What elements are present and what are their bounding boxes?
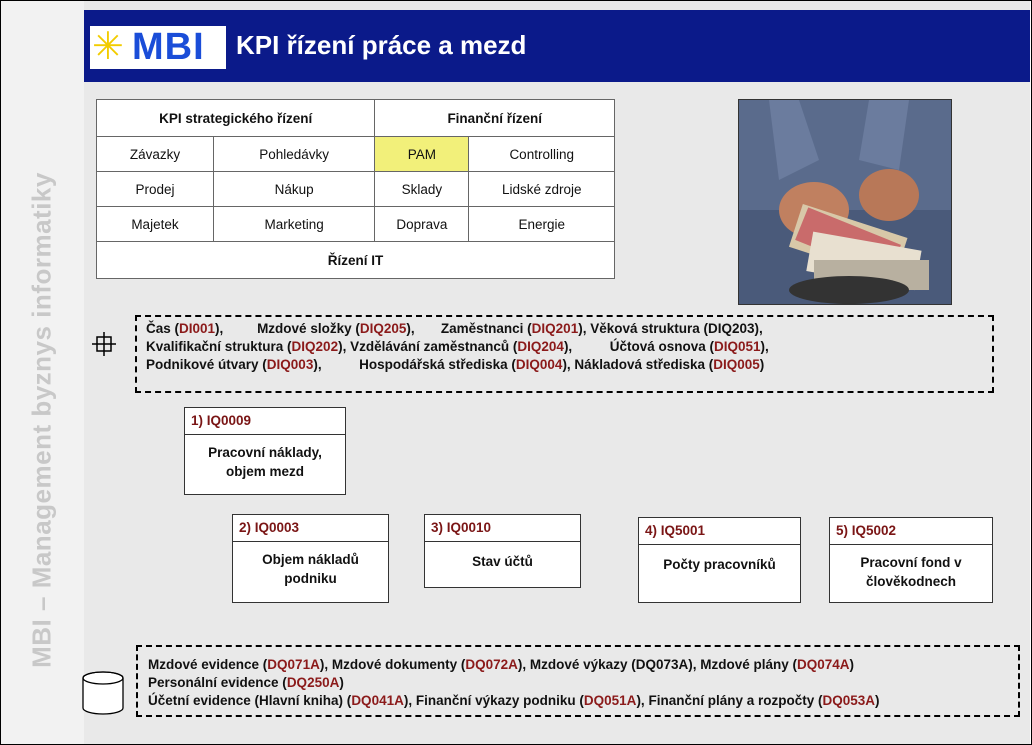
indicator-id: 4) IQ5001 [639, 518, 800, 545]
logo-text: MBI [132, 26, 205, 68]
kpi-cell[interactable]: Nákup [212, 171, 376, 207]
dimensions-line: Podnikové útvary (DIQ003), Hospodářská s… [146, 357, 765, 372]
left-sidebar [1, 1, 84, 744]
indicator-label: Pracovní náklady, objem mezd [208, 445, 322, 479]
star-icon: ✳ [92, 26, 124, 68]
indicator-id: 5) IQ5002 [830, 518, 992, 545]
indicator-label: Objem nákladů podniku [262, 552, 359, 586]
money-photo [738, 99, 952, 305]
indicator-label: Pracovní fond v člověkodnech [860, 555, 962, 589]
dimensions-line: Čas (DI001), Mzdové složky (DIQ205), Zam… [146, 321, 763, 336]
header-bar [84, 10, 1030, 82]
indicator-box[interactable]: 1) IQ0009 Pracovní náklady, objem mezd [184, 407, 346, 495]
database-icon [82, 671, 124, 715]
kpi-cell[interactable]: Sklady [374, 171, 470, 207]
indicator-box[interactable]: 4) IQ5001 Počty pracovníků [638, 517, 801, 603]
kpi-cell[interactable]: Lidské zdroje [468, 171, 615, 207]
indicator-box[interactable]: 3) IQ0010 Stav účtů [424, 514, 581, 588]
kpi-cell-selected[interactable]: PAM [374, 136, 470, 172]
kpi-financial-cell[interactable]: Finanční řízení [374, 99, 615, 137]
dimensions-text: Čas (DI001), Mzdové složky (DIQ205), Zam… [146, 320, 996, 374]
indicator-id: 2) IQ0003 [233, 515, 388, 542]
kpi-it-cell[interactable]: Řízení IT [96, 241, 615, 279]
indicator-box[interactable]: 2) IQ0003 Objem nákladů podniku [232, 514, 389, 603]
mbi-logo: ✳ MBI [90, 26, 226, 69]
kpi-cell[interactable]: Závazky [96, 136, 214, 172]
kpi-cell[interactable]: Controlling [468, 136, 615, 172]
dimensions-box [135, 315, 994, 393]
kpi-cell[interactable]: Pohledávky [212, 136, 376, 172]
kpi-cell[interactable]: Prodej [96, 171, 214, 207]
dimensions-line: Kvalifikační struktura (DIQ202), Vzděláv… [146, 339, 769, 354]
page-title: KPI řízení práce a mezd [236, 30, 527, 60]
sources-line: Mzdové evidence (DQ071A), Mzdové dokumen… [148, 657, 855, 672]
kpi-table: KPI strategického řízení Finanční řízení… [95, 99, 615, 279]
indicator-box[interactable]: 5) IQ5002 Pracovní fond v člověkodnech [829, 517, 993, 603]
sidebar-vertical-text: MBI – Management byznys informatiky [26, 172, 57, 668]
kpi-cell[interactable]: Majetek [96, 206, 214, 242]
kpi-strategic-cell[interactable]: KPI strategického řízení [95, 99, 376, 137]
sources-box [136, 645, 1020, 717]
sources-line: Účetní evidence (Hlavní kniha) (DQ041A),… [148, 693, 880, 708]
kpi-cell[interactable]: Doprava [374, 206, 470, 242]
kpi-cell[interactable]: Marketing [212, 206, 376, 242]
indicator-label: Počty pracovníků [663, 557, 776, 572]
sources-line: Personální evidence (DQ250A) [148, 675, 344, 690]
indicator-id: 1) IQ0009 [185, 408, 345, 435]
sources-text: Mzdové evidence (DQ071A), Mzdové dokumen… [148, 656, 1028, 710]
dimension-grid-icon [92, 332, 116, 356]
kpi-cell[interactable]: Energie [468, 206, 615, 242]
indicator-id: 3) IQ0010 [425, 515, 580, 542]
indicator-label: Stav účtů [472, 554, 533, 569]
